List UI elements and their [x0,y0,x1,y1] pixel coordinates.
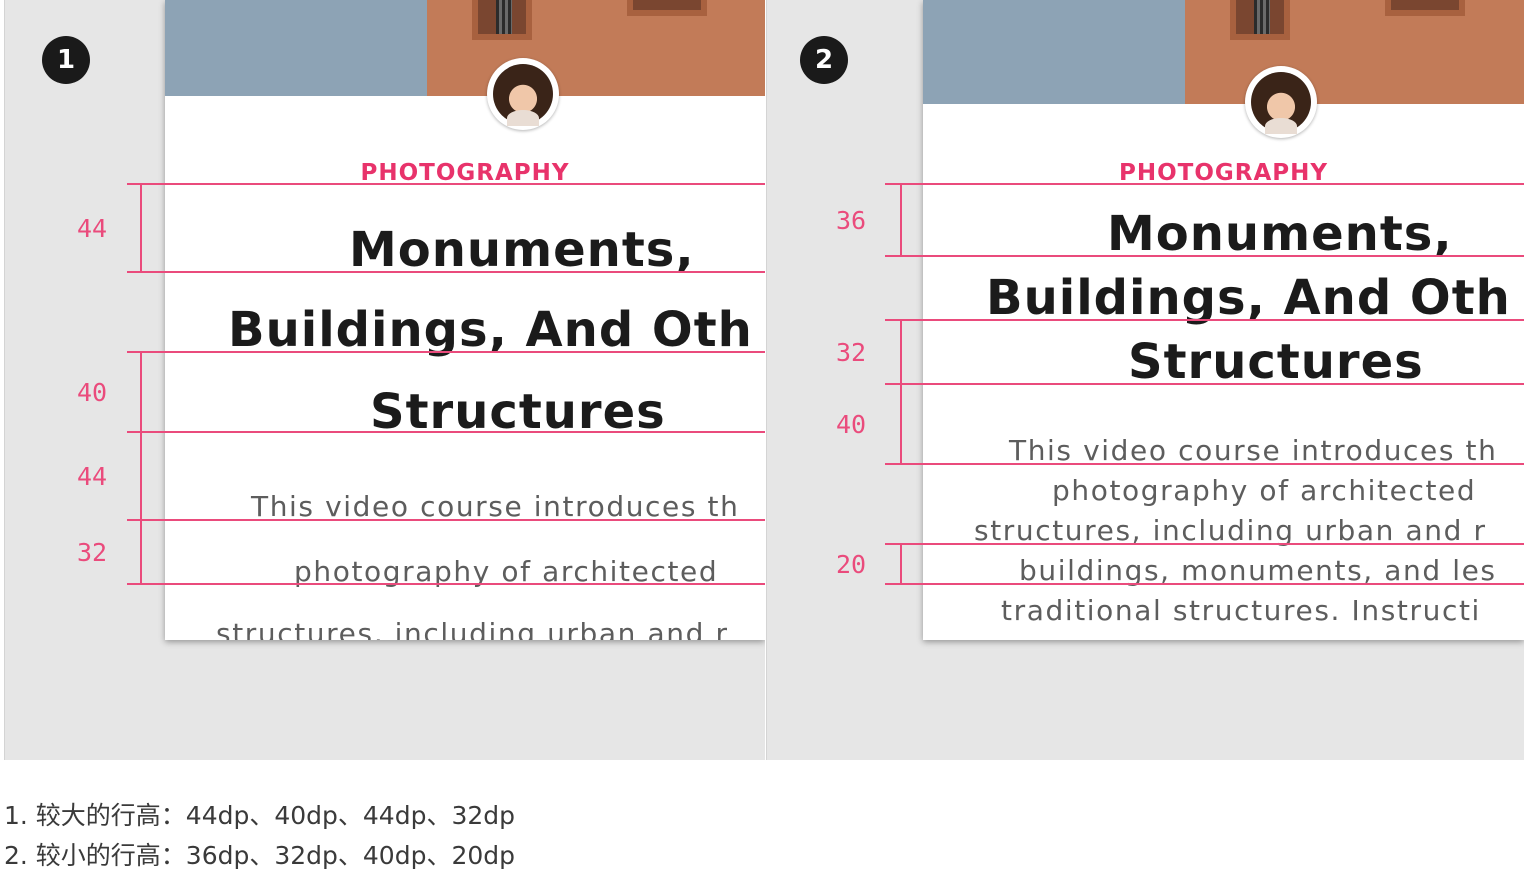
body-line-3: structures, including urban and r [974,514,1487,547]
body-line-5: traditional structures. Instructi [1001,594,1481,627]
measurement-label: 36 [836,206,867,235]
baseline-guide [885,383,1524,385]
number-badge-icon: 1 [42,36,90,84]
title-line-2: Buildings, And Oth [228,302,753,358]
caption-1: 1. 较大的行高：44dp、40dp、44dp、32dp [4,801,515,830]
example-panel-small-line-height: 2 PHOTOGRAPHY Monuments, Buildings, And … [766,0,1524,760]
title-line-1: Monuments, [349,222,695,278]
number-badge-icon: 2 [800,36,848,84]
measurement-label: 32 [77,538,108,567]
measure-bracket [140,351,142,585]
hero-building-photo [165,0,765,96]
body-line-1: This video course introduces th [251,490,740,523]
building-facade [1185,0,1524,104]
caption-list: 1. 较大的行高：44dp、40dp、44dp、32dp 2. 较小的行高：36… [4,796,515,876]
building-window [1230,0,1290,40]
baseline-guide [127,583,765,585]
baseline-guide [885,183,1524,185]
measure-bracket [900,319,902,465]
body-line-1: This video course introduces th [1009,434,1498,467]
baseline-guide [885,543,1524,545]
title-line-3: Structures [1128,334,1424,390]
measurement-label: 32 [836,338,867,367]
building-window [472,0,532,40]
baseline-guide [127,271,765,273]
measure-bracket [140,183,142,273]
baseline-guide [885,255,1524,257]
hero-building-photo [923,0,1524,104]
baseline-guide [127,519,765,521]
baseline-guide [127,431,765,433]
body-line-2: photography of architected [294,555,719,588]
measurement-label: 40 [836,410,867,439]
baseline-guide [885,319,1524,321]
category-label: PHOTOGRAPHY [1118,160,1329,186]
building-window [627,0,707,16]
building-facade [427,0,765,96]
measurement-label: 44 [77,462,108,491]
baseline-guide [127,183,765,185]
building-window [1385,0,1465,16]
measurement-label: 44 [77,214,108,243]
avatar [487,58,559,130]
caption-2: 2. 较小的行高：36dp、32dp、40dp、20dp [4,841,515,870]
avatar [1245,66,1317,138]
baseline-guide [127,351,765,353]
measure-bracket [900,543,902,585]
title-line-2: Buildings, And Oth [986,270,1511,326]
measure-bracket [900,183,902,257]
measurement-label: 40 [77,378,108,407]
title-line-3: Structures [370,384,666,440]
body-line-3: structures, including urban and r [216,617,729,640]
measurement-label: 20 [836,550,867,579]
title-line-1: Monuments, [1107,206,1453,262]
baseline-guide [885,583,1524,585]
example-panel-large-line-height: 1 PHOTOGRAPHY Monuments, Buildings, And … [4,0,765,760]
body-line-4: buildings, monuments, and les [1019,554,1497,587]
category-label: PHOTOGRAPHY [360,160,570,186]
baseline-guide [885,463,1524,465]
article-card: PHOTOGRAPHY Monuments, Buildings, And Ot… [165,0,765,640]
body-line-2: photography of architected [1052,474,1477,507]
